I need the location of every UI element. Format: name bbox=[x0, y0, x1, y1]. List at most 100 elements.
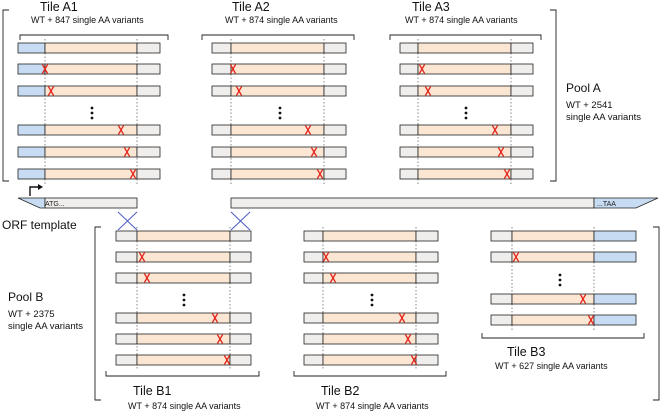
left-flank bbox=[490, 314, 513, 326]
left-flank bbox=[211, 124, 232, 136]
promoter-arrow bbox=[29, 186, 40, 196]
left-flank bbox=[17, 124, 46, 136]
right-flank bbox=[510, 85, 534, 97]
left-flank bbox=[399, 168, 419, 180]
crossover-mark bbox=[230, 211, 251, 231]
mutation-mark bbox=[497, 147, 505, 157]
left-flank bbox=[399, 85, 419, 97]
template-primer-left bbox=[17, 197, 46, 209]
left-flank bbox=[303, 312, 324, 324]
right-flank bbox=[136, 85, 161, 97]
promoter-arrowhead bbox=[38, 184, 43, 190]
template-segment-main bbox=[230, 197, 595, 209]
left-flank bbox=[115, 230, 138, 242]
mutation-mark bbox=[322, 252, 330, 262]
pool-b-description: single AA variants bbox=[8, 321, 83, 332]
left-flank bbox=[211, 85, 232, 97]
tile-a1-variants: WT + 847 single AA variants bbox=[31, 15, 144, 25]
mutation-mark bbox=[587, 315, 595, 325]
right-flank bbox=[229, 272, 252, 284]
pool-a-left-bracket bbox=[2, 9, 9, 182]
stop-codon: ...TAA bbox=[597, 201, 616, 208]
left-flank bbox=[17, 146, 46, 158]
left-flank bbox=[115, 272, 138, 284]
orf-segment bbox=[417, 85, 512, 97]
orf-segment bbox=[44, 42, 138, 54]
orf-segment bbox=[44, 63, 138, 75]
orf-segment bbox=[230, 168, 325, 180]
tile-a1-rows bbox=[17, 34, 169, 184]
mutation-mark bbox=[503, 169, 511, 179]
mutation-mark bbox=[211, 313, 219, 323]
orf-segment bbox=[230, 42, 325, 54]
mutation-mark bbox=[398, 313, 406, 323]
mutation-mark bbox=[235, 86, 243, 96]
mutation-mark bbox=[579, 294, 587, 304]
ellipsis-dot bbox=[558, 273, 562, 277]
tile-b2-variants: WT + 874 single AA variants bbox=[316, 401, 429, 411]
mutation-mark bbox=[316, 169, 324, 179]
template-segment-start bbox=[44, 197, 138, 209]
right-flank bbox=[229, 312, 252, 324]
ellipsis-dot bbox=[464, 106, 468, 110]
tile-a3-variants: WT + 874 single AA variants bbox=[405, 15, 518, 25]
orf-segment bbox=[511, 230, 595, 242]
mutation-mark bbox=[129, 169, 137, 179]
left-flank bbox=[399, 124, 419, 136]
pool-a-right-bracket bbox=[550, 9, 557, 182]
ellipsis-dot bbox=[182, 298, 186, 302]
ellipsis-dot bbox=[90, 106, 94, 110]
tile-bracket bbox=[201, 34, 355, 40]
ellipsis-dot bbox=[558, 283, 562, 287]
orf-segment bbox=[136, 272, 231, 284]
tile-bracket bbox=[481, 333, 645, 339]
right-flank bbox=[593, 314, 637, 326]
left-flank bbox=[115, 251, 138, 263]
right-flank bbox=[593, 293, 637, 305]
right-flank bbox=[415, 354, 439, 366]
ellipsis-dot bbox=[182, 293, 186, 297]
orf-segment bbox=[322, 272, 417, 284]
orf-segment bbox=[322, 354, 417, 366]
tile-b1-rows bbox=[105, 227, 260, 377]
ellipsis-dot bbox=[464, 111, 468, 115]
ellipsis-dot bbox=[90, 116, 94, 120]
tile-a2-title: Tile A2 bbox=[232, 0, 270, 14]
mutation-mark bbox=[117, 125, 125, 135]
right-flank bbox=[415, 230, 439, 242]
right-flank bbox=[415, 312, 439, 324]
right-flank bbox=[510, 124, 534, 136]
pool-a-title: Pool A bbox=[566, 81, 601, 95]
orf-segment bbox=[44, 146, 138, 158]
orf-segment bbox=[322, 230, 417, 242]
left-flank bbox=[399, 42, 419, 54]
mutation-mark bbox=[123, 147, 131, 157]
crossover-mark bbox=[117, 211, 138, 231]
right-flank bbox=[415, 272, 439, 284]
ellipsis-dot bbox=[182, 303, 186, 307]
ellipsis-dot bbox=[464, 116, 468, 120]
orf-template-label: ORF template bbox=[2, 218, 77, 232]
right-flank bbox=[323, 85, 347, 97]
orf-segment bbox=[136, 230, 231, 242]
left-flank bbox=[17, 42, 46, 54]
pool-b-count: WT + 2375 bbox=[8, 309, 55, 320]
mutation-mark bbox=[418, 64, 426, 74]
tile-b3-title: Tile B3 bbox=[507, 345, 546, 359]
pool-b-right-bracket bbox=[653, 226, 660, 401]
orf-segment bbox=[417, 63, 512, 75]
orf-segment bbox=[44, 168, 138, 180]
mutation-mark bbox=[491, 125, 499, 135]
left-flank bbox=[399, 63, 419, 75]
orf-segment bbox=[322, 251, 417, 263]
left-flank bbox=[399, 146, 419, 158]
left-flank bbox=[303, 333, 324, 345]
right-flank bbox=[323, 168, 347, 180]
ellipsis-dot bbox=[90, 111, 94, 115]
mutation-mark bbox=[304, 125, 312, 135]
right-flank bbox=[593, 251, 637, 263]
right-flank bbox=[593, 230, 637, 242]
orf-segment bbox=[417, 42, 512, 54]
tile-b3-rows bbox=[481, 227, 645, 339]
